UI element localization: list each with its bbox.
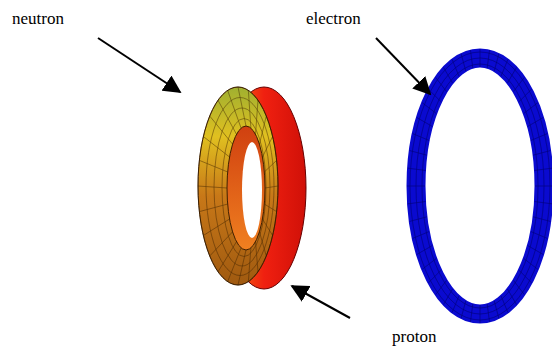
- leader-arrow: [376, 38, 430, 94]
- leader-arrow: [98, 38, 180, 92]
- electron-ring: [416, 58, 544, 314]
- part-label: electron: [306, 10, 361, 27]
- neutron-torus: [198, 87, 278, 285]
- leader-arrow: [292, 286, 350, 318]
- part-label: proton: [392, 328, 436, 345]
- part-label: neutron: [12, 10, 64, 27]
